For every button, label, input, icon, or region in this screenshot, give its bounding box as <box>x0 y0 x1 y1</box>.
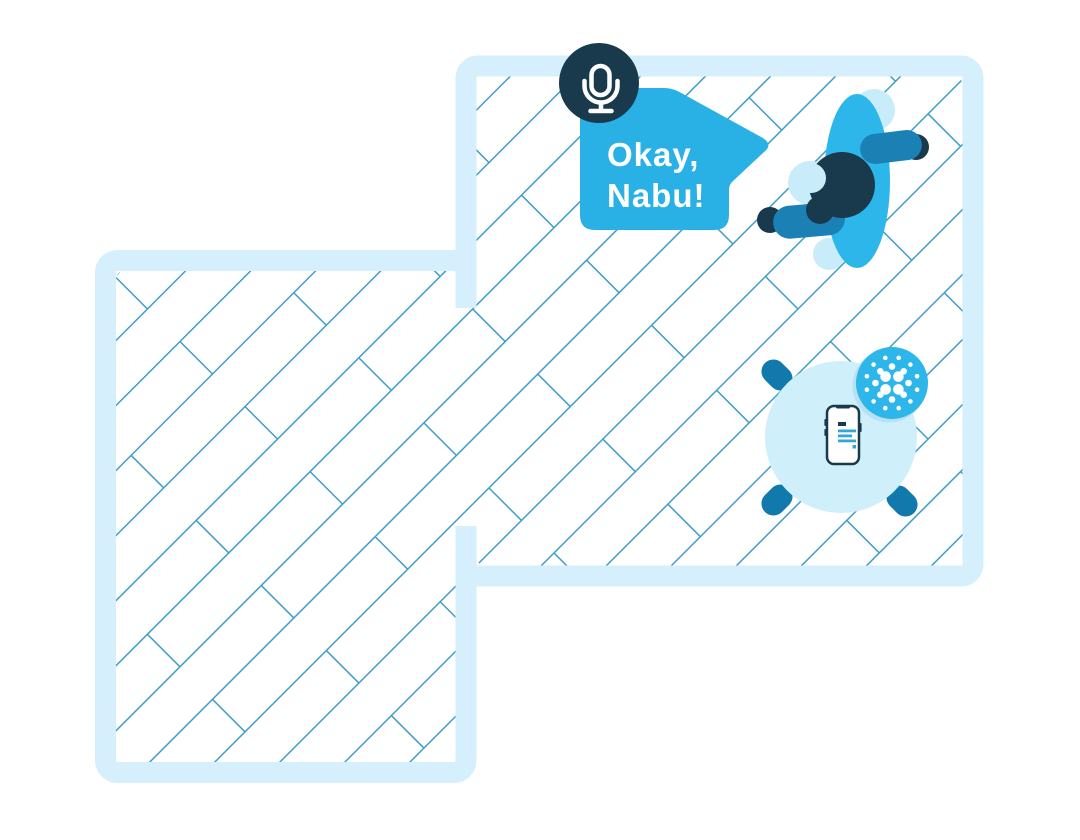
right-arm <box>860 130 922 164</box>
person-arms <box>773 130 922 239</box>
smartphone <box>824 404 862 466</box>
smart-speaker <box>856 347 928 419</box>
table-leg-se <box>886 485 918 517</box>
person-head <box>796 152 875 224</box>
table-leg-sw <box>761 484 793 516</box>
speech-text-line1: Okay, <box>607 136 699 173</box>
phone-screen-header <box>838 422 846 426</box>
speech-text-line2: Nabu! <box>607 177 706 214</box>
person-on-chair <box>757 89 929 270</box>
phone-screen-text-icon <box>838 429 856 449</box>
phone-side-buttons <box>824 419 862 436</box>
speaker-grille-dots-icon <box>864 355 920 411</box>
microphone-icon <box>582 63 620 114</box>
microphone-badge <box>559 43 639 123</box>
hair-highlight <box>796 163 826 193</box>
phone-notch <box>836 405 850 409</box>
table-group <box>761 347 928 517</box>
speech-bubble <box>580 88 769 230</box>
speech-bubble-group: Okay, Nabu! <box>559 43 769 230</box>
hair-bun <box>806 196 834 224</box>
table-leg-nw <box>761 359 793 391</box>
